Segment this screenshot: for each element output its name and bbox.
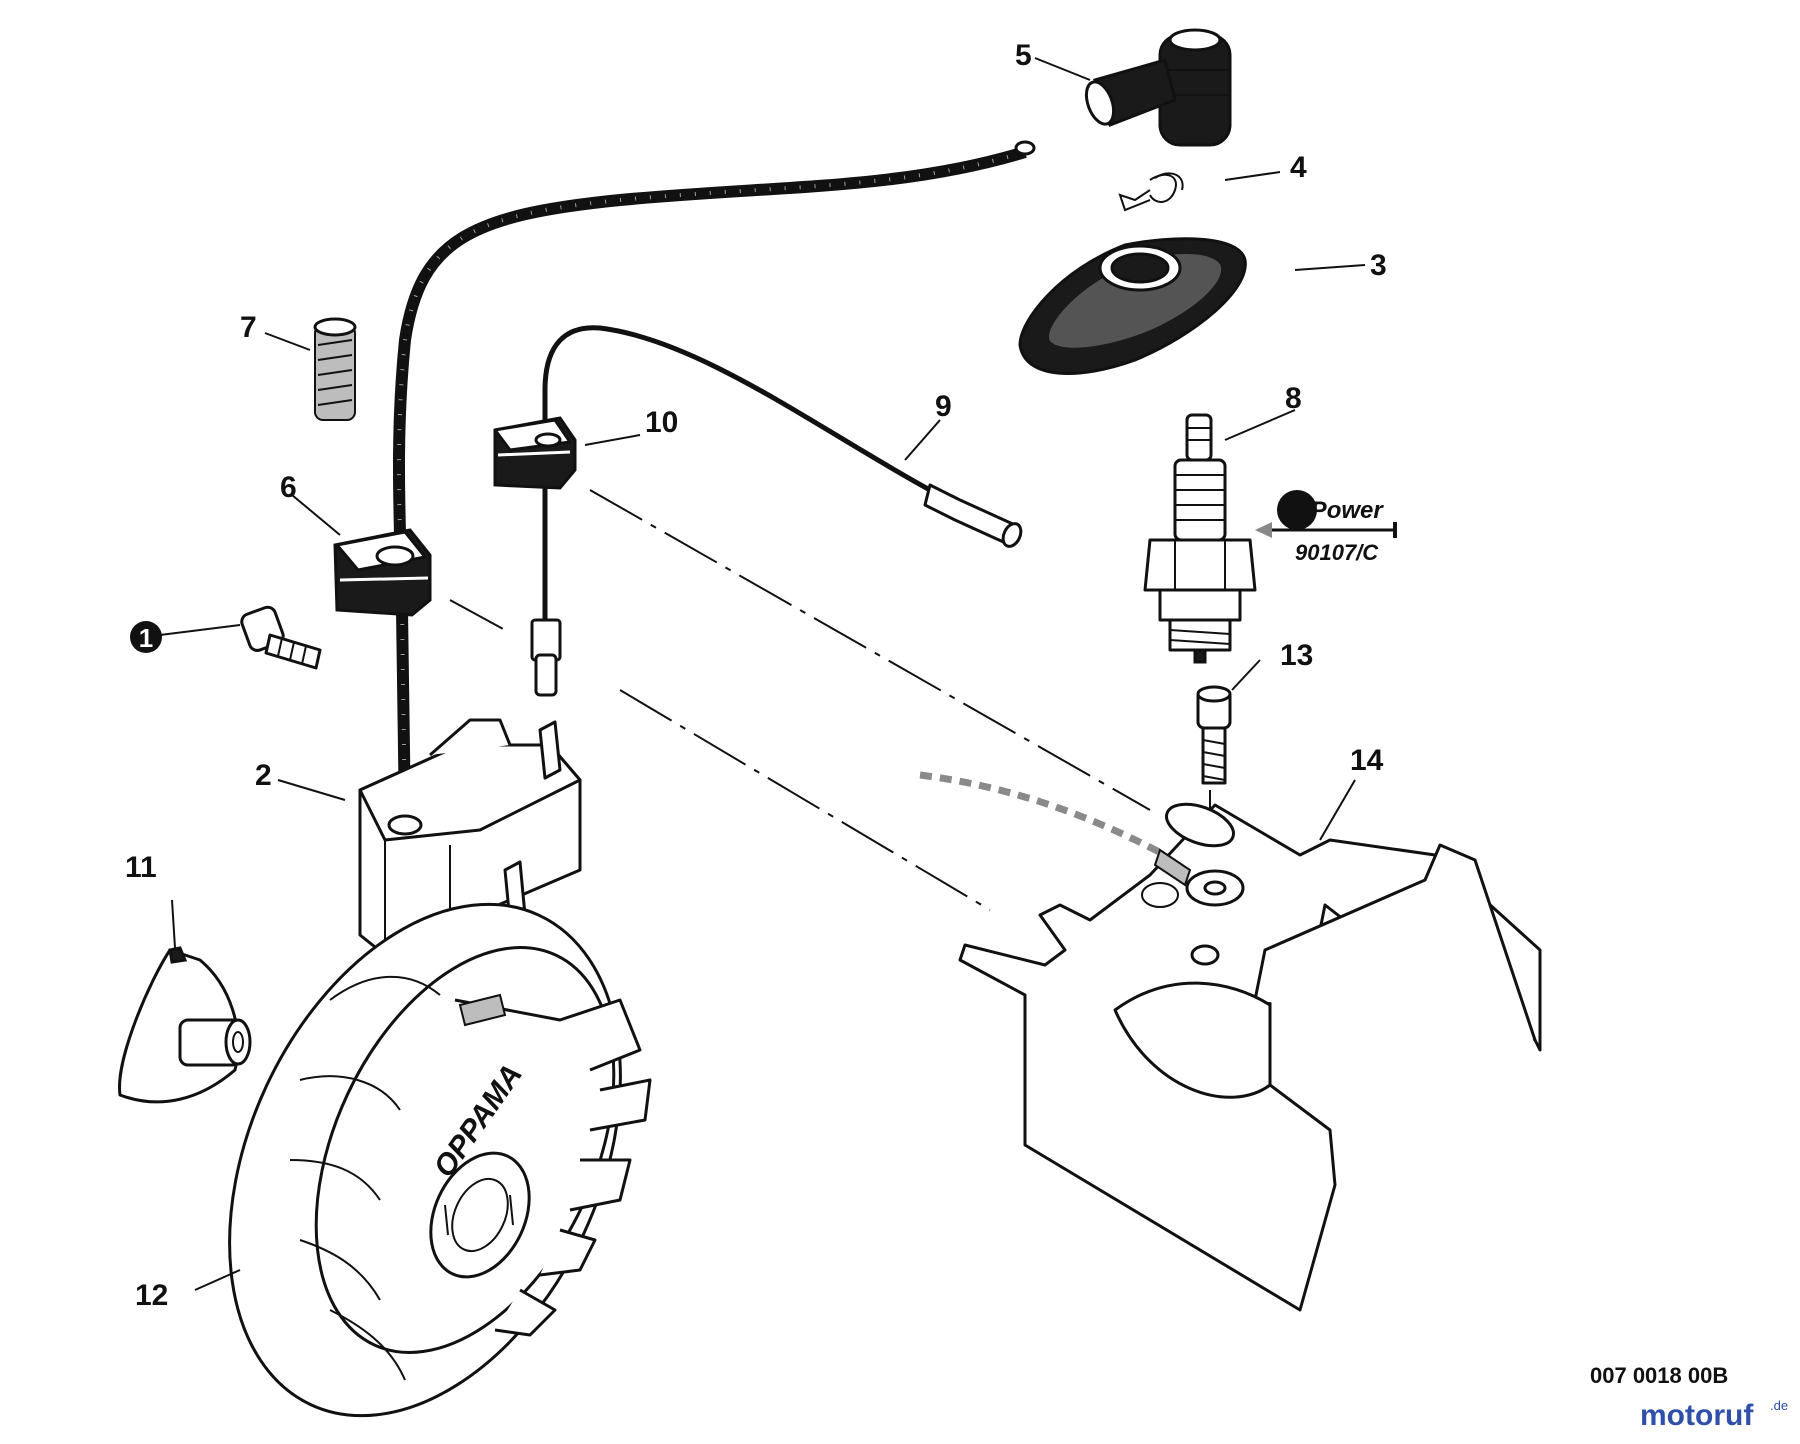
cable-grommet-10 bbox=[493, 416, 577, 490]
repower-brand: RePower bbox=[1280, 497, 1384, 524]
callout-5: 5 bbox=[1015, 39, 1032, 72]
callout-2: 2 bbox=[255, 759, 272, 792]
callout-1: 1 bbox=[139, 623, 153, 653]
ignition-wire bbox=[530, 325, 1023, 697]
callout-8: 8 bbox=[1285, 382, 1302, 415]
spring-clip bbox=[1118, 172, 1184, 212]
spark-plug bbox=[1143, 413, 1257, 664]
callout-7: 7 bbox=[240, 311, 257, 344]
callout-12: 12 bbox=[135, 1279, 168, 1312]
callout-4: 4 bbox=[1290, 151, 1307, 184]
watermark-name: motoruf bbox=[1640, 1399, 1754, 1432]
callout-9: 9 bbox=[935, 390, 952, 423]
cable-grommet-6 bbox=[333, 528, 432, 617]
callout-labels: 5 4 3 7 6 10 9 8 13 14 2 11 12 1 bbox=[125, 39, 1387, 1312]
callout-11: 11 bbox=[125, 851, 157, 884]
spark-plug-cap bbox=[1084, 28, 1232, 147]
callout-6: 6 bbox=[280, 471, 297, 504]
ht-lead bbox=[392, 140, 1036, 821]
screw-1 bbox=[240, 605, 322, 670]
flywheel: OPPAMA bbox=[228, 902, 652, 1418]
flywheel-key bbox=[118, 946, 252, 1104]
boot-grommet bbox=[1018, 237, 1247, 375]
watermark-suffix: .de bbox=[1770, 1398, 1788, 1413]
mounting-bracket bbox=[958, 802, 1542, 1312]
repower-code: 90107/C bbox=[1295, 540, 1379, 565]
callout-14: 14 bbox=[1350, 744, 1384, 777]
document-number: 007 0018 00B bbox=[1590, 1363, 1728, 1388]
callout-3: 3 bbox=[1370, 249, 1387, 282]
ignition-coil bbox=[358, 718, 582, 957]
callout-10: 10 bbox=[645, 406, 678, 439]
callout-1-badge bbox=[130, 621, 162, 653]
leader-lines bbox=[159, 57, 1366, 1291]
screw bbox=[1196, 685, 1232, 785]
ground-wire bbox=[919, 771, 1245, 907]
repower-logo: RePower 90107/C bbox=[1255, 490, 1397, 565]
callout-13: 13 bbox=[1280, 639, 1313, 672]
watermark: motoruf .de bbox=[1640, 1398, 1788, 1432]
spacer-sleeve bbox=[313, 317, 357, 421]
